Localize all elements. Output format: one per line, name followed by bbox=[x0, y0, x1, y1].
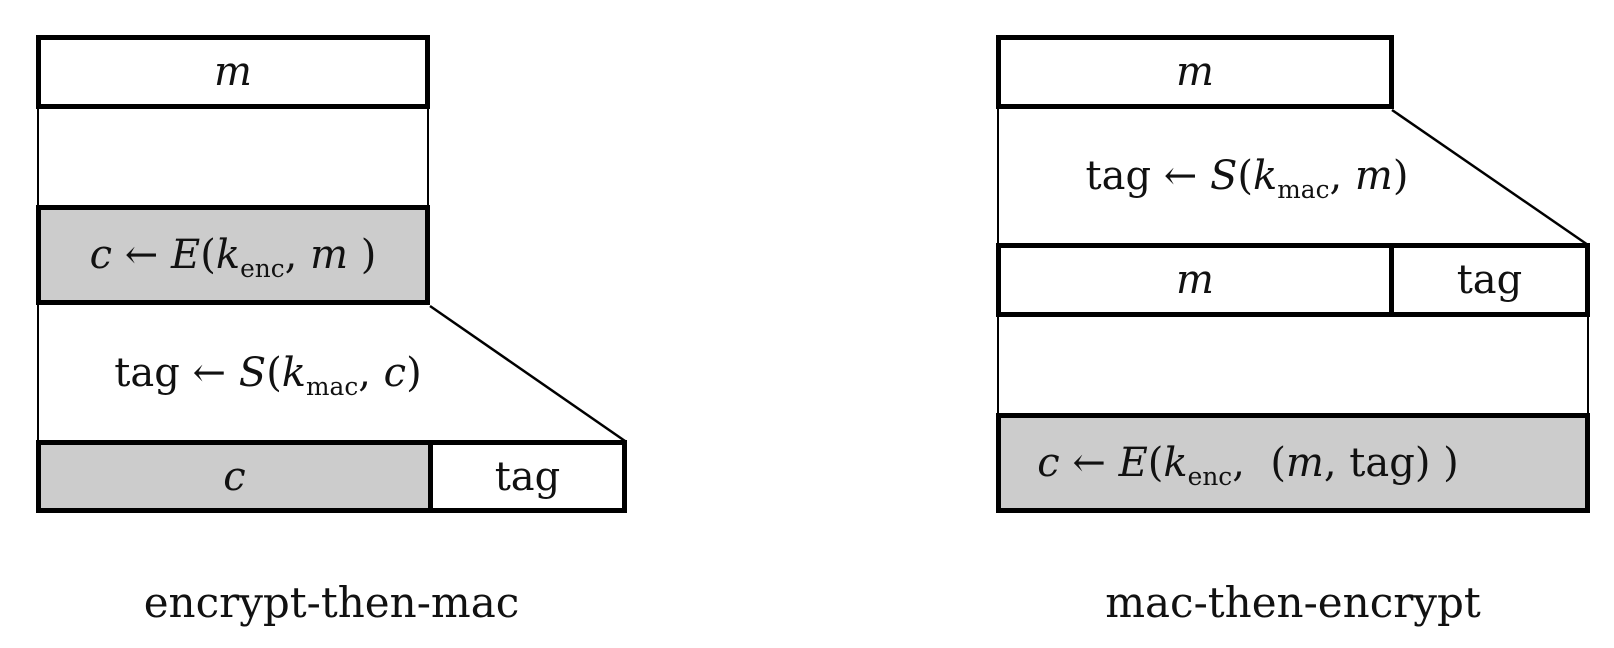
etm-output-tag-label: tag bbox=[494, 453, 561, 500]
etm-message-label: m bbox=[214, 49, 252, 95]
etm-output-row: c tag bbox=[36, 440, 627, 513]
etm-mac-region: tag ← S(kmac, c) bbox=[37, 305, 497, 440]
etm-top-channel bbox=[37, 109, 429, 205]
etm-output-tag-cell: tag bbox=[433, 445, 622, 508]
mte-mid-message-cell: m bbox=[1001, 248, 1394, 312]
mte-encrypt-formula: c ← E(kenc, (m, tag) ) bbox=[1037, 440, 1459, 491]
mte-message-box: m bbox=[996, 35, 1394, 109]
etm-output-cipher-cell: c bbox=[41, 445, 433, 508]
etm-encrypt-box: c ← E(kenc, m ) bbox=[36, 205, 430, 305]
mte-mid-message-label: m bbox=[1176, 257, 1214, 303]
mte-encrypt-box: c ← E(kenc, (m, tag) ) bbox=[996, 413, 1590, 513]
mte-mac-formula: tag ← S(kmac, m) bbox=[1085, 153, 1409, 204]
mte-mid-tag-cell: tag bbox=[1394, 248, 1585, 312]
mte-message-label: m bbox=[1176, 49, 1214, 95]
mte-mac-region: tag ← S(kmac, m) bbox=[997, 109, 1495, 243]
mte-mid-row: m tag bbox=[996, 243, 1590, 317]
etm-message-box: m bbox=[36, 35, 430, 109]
etm-caption: encrypt-then-mac bbox=[143, 577, 520, 627]
mte-caption: mac-then-encrypt bbox=[1105, 577, 1481, 627]
etm-mac-formula: tag ← S(kmac, c) bbox=[114, 349, 422, 401]
mte-bottom-channel bbox=[997, 317, 1589, 413]
etm-output-cipher-label: c bbox=[223, 453, 246, 500]
etm-encrypt-formula: c ← E(kenc, m ) bbox=[89, 232, 377, 283]
mte-mid-tag-label: tag bbox=[1456, 257, 1523, 303]
